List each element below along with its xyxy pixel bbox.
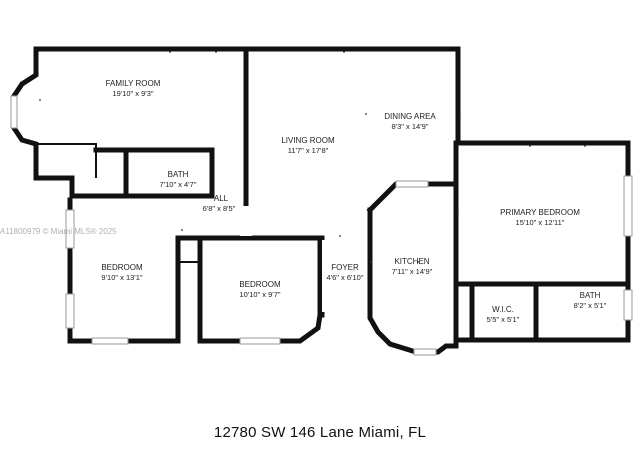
foyer-name: FOYER (331, 263, 359, 272)
bath-2-dims: 8'2" x 5'1" (574, 301, 607, 310)
primary-bedroom-dims: 15'10" x 12'11" (516, 218, 565, 227)
wall-dots (39, 51, 586, 263)
dining-area-name: DINING AREA (384, 112, 436, 121)
wic-name: W.I.C. (492, 305, 514, 314)
mls-watermark: A11800979 © Miami MLS® 2025 (0, 227, 117, 236)
foyer-dims: 4'6" x 6'10" (327, 273, 364, 282)
family-room-dims: 19'10" x 9'3" (112, 89, 153, 98)
hall-name: ALL (214, 194, 229, 203)
property-address: 12780 SW 146 Lane Miami, FL (213, 424, 427, 441)
hall-dims: 6'8" x 8'5" (203, 204, 236, 213)
exterior-walls (11, 46, 631, 356)
room-labels: FAMILY ROOM 19'10" x 9'3" DINING AREA 8'… (101, 79, 606, 324)
bedroom-2-name: BEDROOM (239, 280, 281, 289)
wic-dims: 5'5" x 5'1" (487, 315, 520, 324)
family-room-name: FAMILY ROOM (106, 79, 161, 88)
living-room-dims: 11'7" x 17'8" (288, 146, 329, 155)
bedroom-1-dims: 9'10" x 13'1" (101, 273, 142, 282)
bedroom-2-dims: 10'10" x 9'7" (239, 290, 280, 299)
bath-2-name: BATH (580, 291, 601, 300)
bath-1-name: BATH (168, 170, 189, 179)
living-room-name: LIVING ROOM (281, 136, 335, 145)
dining-area-dims: 8'3" x 14'9" (392, 122, 429, 131)
windows (10, 95, 633, 356)
bedroom-1-name: BEDROOM (101, 263, 143, 272)
bath-1-dims: 7'10" x 4'7" (160, 180, 197, 189)
primary-bedroom-name: PRIMARY BEDROOM (500, 208, 580, 217)
kitchen-name: KITCHEN (394, 257, 429, 266)
kitchen-dims: 7'11" x 14'9" (392, 267, 433, 276)
